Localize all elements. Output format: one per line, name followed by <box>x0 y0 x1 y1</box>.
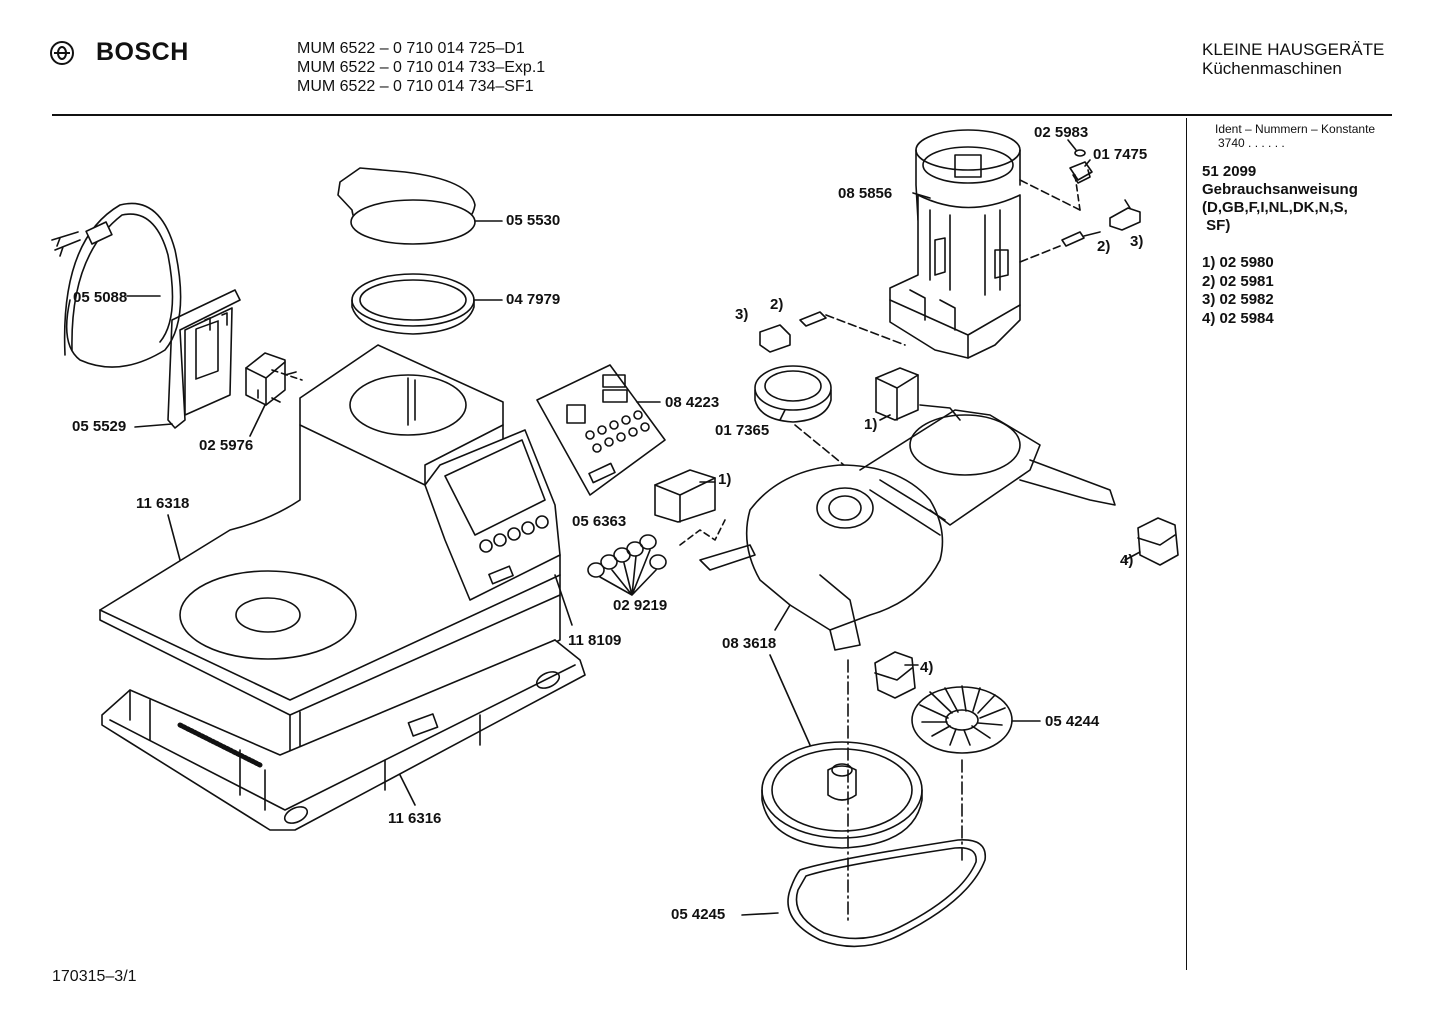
part-label: 08 4223 <box>665 394 720 411</box>
leader-line <box>779 409 786 421</box>
part-label: 11 6316 <box>388 810 442 827</box>
model-list: MUM 6522 – 0 710 014 725–D1 MUM 6522 – 0… <box>297 39 545 96</box>
callout-label: 2) <box>1097 238 1111 255</box>
model-line: MUM 6522 – 0 710 014 734–SF1 <box>297 78 534 95</box>
part-label: 01 7475 <box>1093 146 1148 163</box>
bracket-right <box>1137 517 1179 566</box>
part-label: 05 5530 <box>506 212 561 229</box>
bracket-lower <box>874 651 916 699</box>
part-label: 05 4244 <box>1045 713 1100 730</box>
callout-label: 4) <box>1120 552 1134 569</box>
leader-line <box>774 604 791 631</box>
model-line: MUM 6522 – 0 710 014 733–Exp.1 <box>297 59 546 76</box>
part-label: 05 5529 <box>72 418 127 435</box>
brush-set-right <box>1061 199 1141 247</box>
drawing-code: 170315–3/1 <box>52 968 137 985</box>
leader-line <box>167 514 181 561</box>
motor <box>889 129 1021 359</box>
drive-belt <box>787 839 987 948</box>
reference-item: 4) 02 5984 <box>1202 309 1274 327</box>
part-label: 11 6318 <box>136 495 190 512</box>
reference-item: 1) 02 5980 <box>1202 254 1274 271</box>
part-label: 08 3618 <box>722 635 777 652</box>
leader-line <box>769 654 811 746</box>
bowl-lid <box>337 167 476 245</box>
callout-label: 3) <box>1130 233 1144 250</box>
small-clip <box>654 469 716 523</box>
category: KLEINE HAUSGERÄTE <box>1202 40 1385 59</box>
leader-line <box>554 574 573 626</box>
sidebar-divider <box>1186 118 1187 970</box>
motor-cap <box>1069 149 1093 184</box>
part-label: 08 5856 <box>838 185 893 202</box>
assembly-line <box>1074 174 1081 211</box>
gear-housing <box>699 404 1116 651</box>
leader-line <box>879 414 891 421</box>
callout-label: 4) <box>920 659 934 676</box>
callout-label: 3) <box>735 306 749 323</box>
brush-set-left <box>759 311 827 353</box>
reference-list: 1) 02 5980 2) 02 5981 3) 02 5982 4) 02 5… <box>1202 254 1274 328</box>
fan-wheel <box>911 685 1013 754</box>
part-label: 02 5983 <box>1034 124 1089 141</box>
power-cord <box>51 202 182 368</box>
model-line: MUM 6522 – 0 710 014 725–D1 <box>297 40 525 57</box>
assembly-line <box>1019 245 1061 263</box>
pulley-disc <box>761 741 923 849</box>
leader-line <box>249 404 266 437</box>
manual-title: Gebrauchsanweisung <box>1202 181 1358 198</box>
ident-title: Ident – Nummern – Konstante <box>1215 122 1376 136</box>
leader-line <box>134 423 173 428</box>
assembly-line <box>271 369 303 381</box>
mount-clip <box>875 367 919 421</box>
callout-label: 1) <box>718 471 732 488</box>
bosch-logo: BOSCH <box>50 38 189 67</box>
callout-label: 1) <box>864 416 878 433</box>
main-housing <box>99 344 561 766</box>
base-plate <box>101 639 586 831</box>
category-block: KLEINE HAUSGERÄTE Küchenmaschinen <box>1202 40 1384 78</box>
leader-line <box>399 774 416 806</box>
manual-langs: (D,GB,F,I,NL,DK,N,S, <box>1202 199 1348 216</box>
switch <box>245 352 297 406</box>
leader-line <box>1067 139 1077 151</box>
circuit-board <box>536 364 666 496</box>
header-divider <box>52 114 1392 116</box>
button-caps <box>587 534 667 596</box>
leader-line <box>741 912 779 916</box>
seal-ring <box>351 273 475 335</box>
assembly-line <box>825 314 906 346</box>
grommet <box>754 365 832 423</box>
part-label: 01 7365 <box>715 422 770 439</box>
bosch-armature-icon <box>50 40 74 65</box>
part-label: 02 5976 <box>199 437 254 454</box>
part-label: 04 7979 <box>506 291 561 308</box>
part-label: 05 4245 <box>671 906 726 923</box>
part-label: 05 6363 <box>572 513 627 530</box>
assembly-line <box>794 424 851 471</box>
cable-plate <box>167 289 241 429</box>
callout-label: 2) <box>770 296 784 313</box>
ident-value: 3740 . . . . . . <box>1218 136 1285 150</box>
manual-block: 51 2099 Gebrauchsanweisung (D,GB,F,I,NL,… <box>1202 163 1358 235</box>
manual-number: 51 2099 <box>1202 163 1257 180</box>
subcategory: Küchenmaschinen <box>1202 59 1342 78</box>
leader-line <box>1124 551 1141 561</box>
part-label: 11 8109 <box>568 632 622 649</box>
part-label: 05 5088 <box>73 289 128 306</box>
part-label: 02 9219 <box>613 597 668 614</box>
assembly-line <box>679 519 726 546</box>
leader-line <box>912 192 931 199</box>
brand-name: BOSCH <box>96 38 189 66</box>
reference-item: 3) 02 5982 <box>1202 291 1274 308</box>
assembly-line <box>1019 179 1081 211</box>
leader-line <box>1084 159 1091 167</box>
control-buttons <box>479 515 549 585</box>
manual-langs: SF) <box>1202 217 1231 234</box>
exploded-parts-drawing <box>51 129 1179 948</box>
reference-item: 2) 02 5981 <box>1202 272 1274 290</box>
